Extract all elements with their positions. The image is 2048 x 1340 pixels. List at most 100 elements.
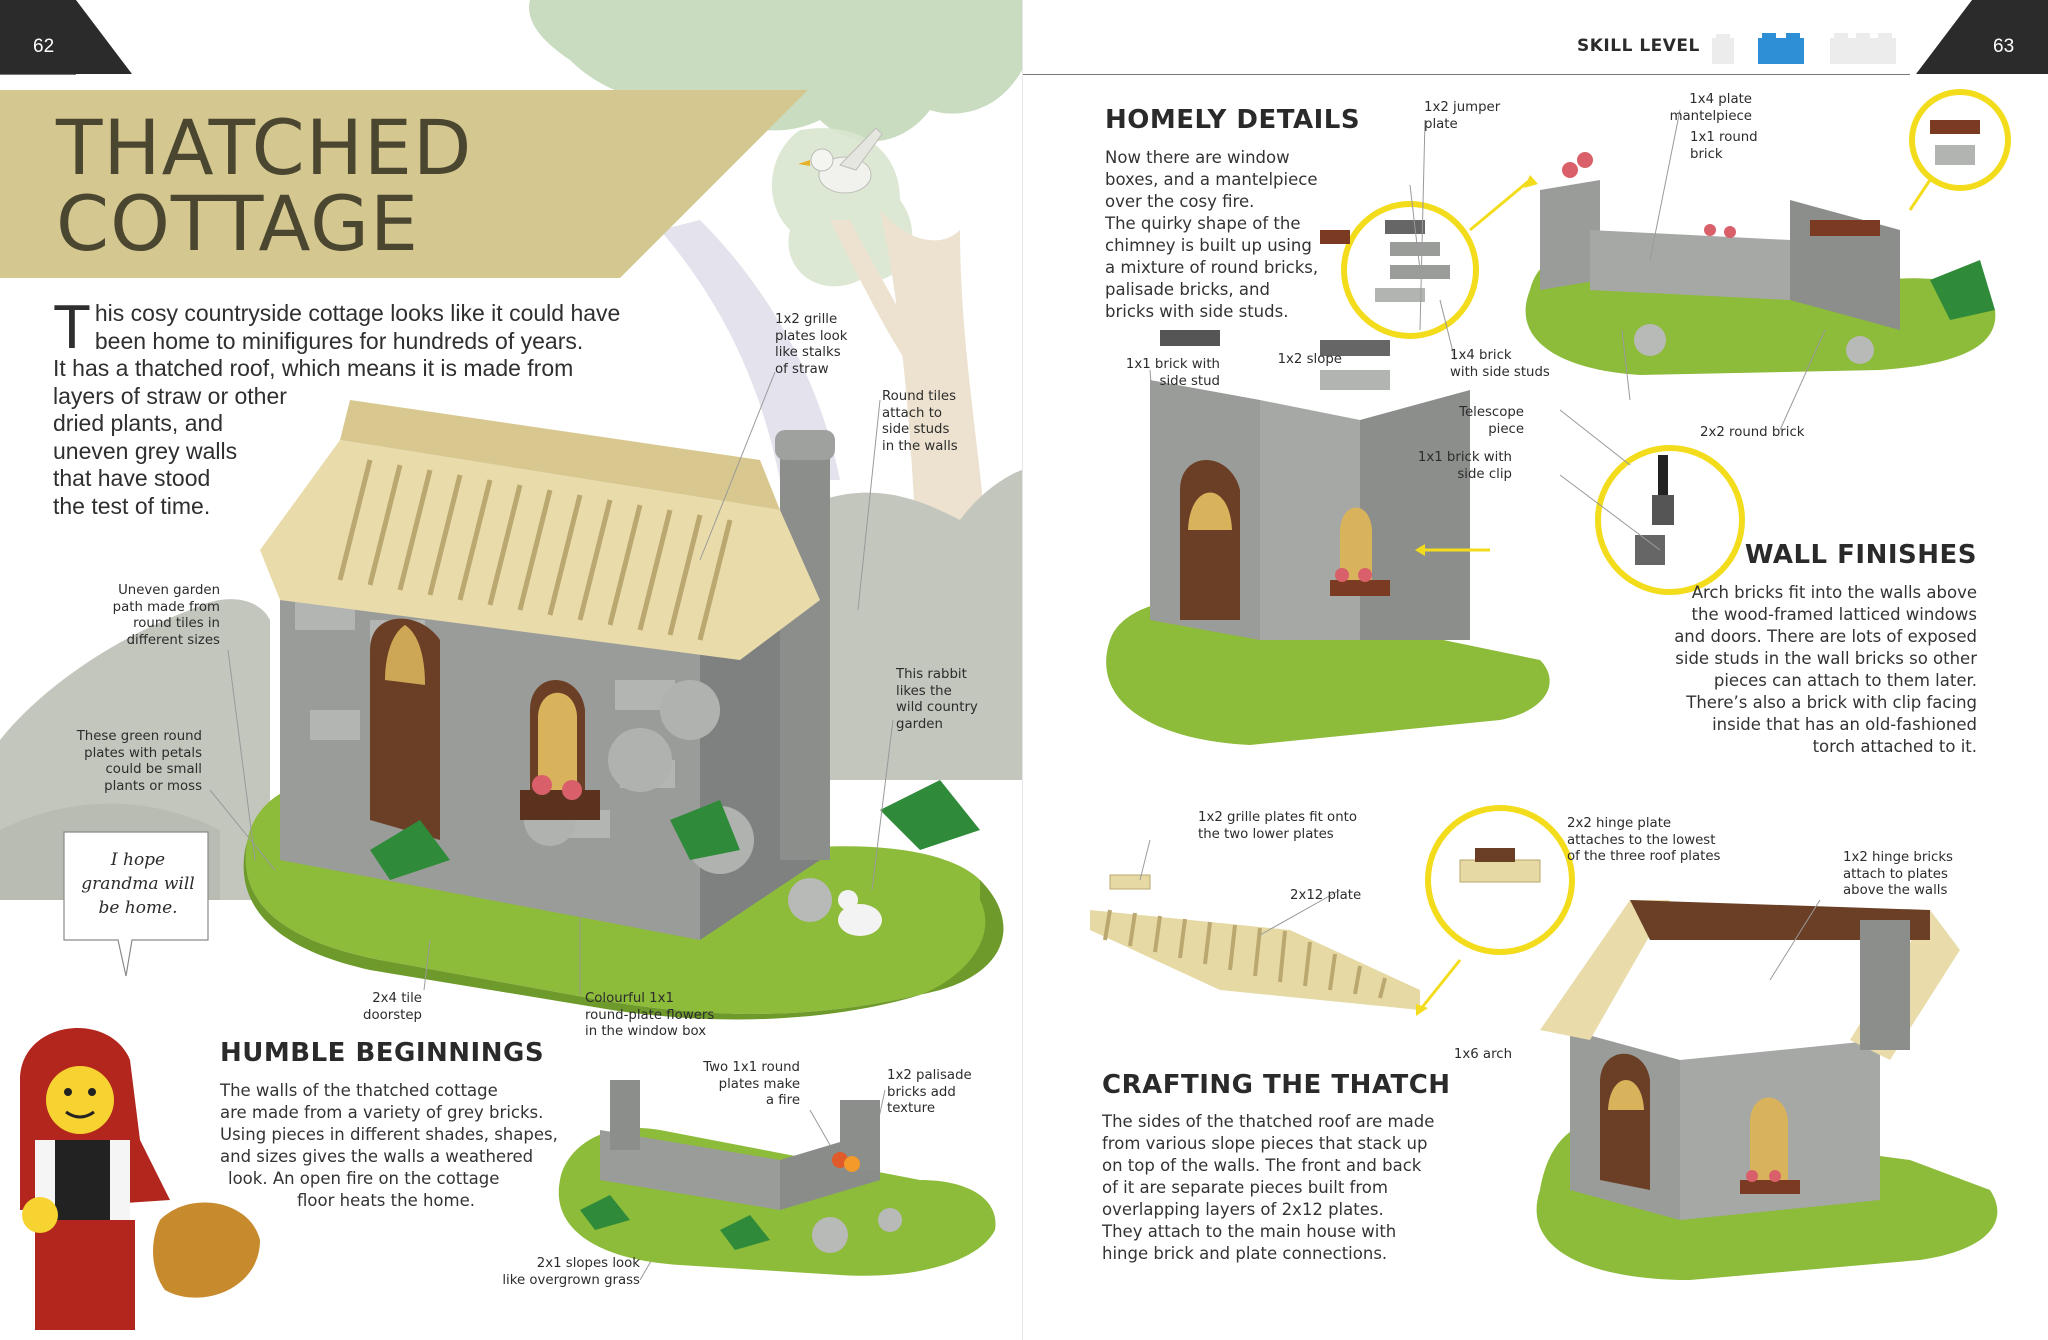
- intro-text: T his cosy countryside cottage looks lik…: [53, 293, 653, 520]
- text-line: with side studs: [1450, 364, 1550, 380]
- intro-line-4: layers of straw or other: [53, 382, 287, 409]
- text-line: in the window box: [585, 1024, 707, 1040]
- text-line: 1x2 hinge bricks: [1843, 850, 1953, 865]
- title-band: [0, 90, 808, 278]
- text-line: 2x12 plate: [1290, 888, 1362, 903]
- text-line: I hope: [110, 850, 166, 870]
- text-line: Uneven garden: [118, 583, 220, 598]
- text-line: 1x2 grille: [775, 312, 838, 327]
- intro-line-5: dried plants, and: [53, 410, 224, 436]
- speech-text: I hope grandma will be home.: [64, 848, 212, 920]
- title-line-1: THATCHED: [56, 103, 473, 192]
- text-line: 1x1 round: [1690, 130, 1758, 145]
- humble-build-illustration: [558, 1080, 996, 1276]
- intro-line-8: the test of time.: [53, 492, 211, 519]
- cottage-main-illustration: [243, 400, 1004, 1020]
- text-line: 2x2 round brick: [1700, 425, 1805, 440]
- text-line: 1x1 brick with: [1125, 357, 1220, 372]
- text-line: like stalks: [775, 345, 841, 361]
- text-line: Arch bricks fit into the walls above: [1691, 583, 1977, 602]
- annotation-2x12-plate: 2x12 plate: [1290, 888, 1361, 905]
- text-line: 1x2 jumper: [1424, 100, 1501, 115]
- text-line: 2x2 hinge plate: [1567, 816, 1672, 831]
- minifigure-illustration: [20, 1027, 260, 1330]
- skill-brick-1-icon: [1712, 34, 1734, 64]
- text-line: round tiles in: [133, 616, 220, 632]
- humble-heading: HUMBLE BEGINNINGS: [220, 1038, 545, 1068]
- intro-line-6: uneven grey walls: [53, 437, 238, 464]
- text-line: hinge brick and plate connections.: [1102, 1244, 1388, 1263]
- text-line: bricks with side studs.: [1105, 302, 1289, 321]
- text-line: 1x2 grille plates fit onto: [1198, 810, 1357, 825]
- text-line: attaches to the lowest: [1567, 832, 1716, 848]
- text-line: side stud: [1159, 373, 1220, 389]
- text-line: torch attached to it.: [1812, 737, 1977, 756]
- annotation-2x2-round: 2x2 round brick: [1700, 425, 1804, 442]
- intro-line-3: It has a thatched roof, which means it i…: [53, 355, 574, 381]
- text-line: in the walls: [882, 438, 958, 454]
- skill-brick-2-icon: [1758, 33, 1804, 64]
- text-line: brick: [1690, 146, 1723, 162]
- homely-heading: HOMELY DETAILS: [1105, 105, 1361, 135]
- text-line: 2x1 slopes look: [536, 1256, 640, 1271]
- annotation-arch: 1x6 arch: [1440, 1047, 1512, 1064]
- title-line-2: COTTAGE: [56, 179, 420, 268]
- text-line: a fire: [765, 1093, 800, 1109]
- text-line: of the three roof plates: [1567, 849, 1721, 865]
- skill-level-label: SKILL LEVEL: [1577, 36, 1700, 56]
- text-line: bricks add: [887, 1084, 956, 1100]
- intro-line-1: his cosy countryside cottage looks like …: [94, 300, 621, 326]
- text-line: of it are separate pieces built from: [1102, 1178, 1388, 1197]
- text-line: Colourful 1x1: [585, 991, 674, 1006]
- text-line: grandma will: [81, 874, 195, 894]
- intro-dropcap: T: [53, 293, 91, 362]
- text-line: from various slope pieces that stack up: [1102, 1134, 1428, 1153]
- text-line: 2x4 tile: [372, 991, 422, 1006]
- intro-line-2: been home to minifigures for hundreds of…: [94, 327, 584, 354]
- text-line: of straw: [775, 361, 829, 377]
- text-line: over the cosy fire.: [1105, 192, 1255, 211]
- text-line: and sizes gives the walls a weathered: [220, 1147, 534, 1166]
- text-line: above the walls: [1843, 883, 1948, 899]
- text-line: the wood-framed latticed windows: [1691, 605, 1977, 624]
- text-line: chimney is built up using: [1105, 236, 1312, 255]
- text-line: side studs in the wall bricks so other: [1675, 649, 1977, 668]
- text-line: They attach to the main house with: [1102, 1222, 1397, 1241]
- text-line: This rabbit: [896, 667, 967, 682]
- header-rule: [1022, 74, 1910, 75]
- annotation-slope: 1x2 slope: [1248, 352, 1342, 369]
- text-line: are made from a variety of grey bricks.: [220, 1103, 544, 1122]
- text-line: mantelpiece: [1669, 108, 1752, 124]
- humble-body: The walls of the thatched cottage are ma…: [220, 1080, 560, 1212]
- text-line: like overgrown grass: [502, 1272, 640, 1288]
- left-corner-tab: [0, 0, 132, 74]
- text-line: overlapping layers of 2x12 plates.: [1102, 1200, 1384, 1219]
- text-line: likes the: [896, 683, 952, 699]
- wall-heading: WALL FINISHES: [1744, 540, 1977, 570]
- speech-bubble: [63, 831, 209, 977]
- text-line: Two 1x1 round: [703, 1060, 800, 1075]
- seagull-illustration: [798, 127, 883, 194]
- text-line: be home.: [98, 898, 178, 918]
- text-line: Telescope: [1459, 405, 1524, 420]
- text-line: doorstep: [363, 1007, 422, 1023]
- text-line: 1x4 brick: [1450, 348, 1512, 363]
- text-line: 1x2 slope: [1277, 352, 1342, 367]
- text-line: Now there are window: [1105, 148, 1290, 167]
- page-title: THATCHED COTTAGE: [56, 110, 472, 262]
- text-line: wild country: [896, 700, 978, 716]
- text-line: plates make: [718, 1076, 800, 1092]
- text-line: 1x2 palisade: [887, 1068, 972, 1083]
